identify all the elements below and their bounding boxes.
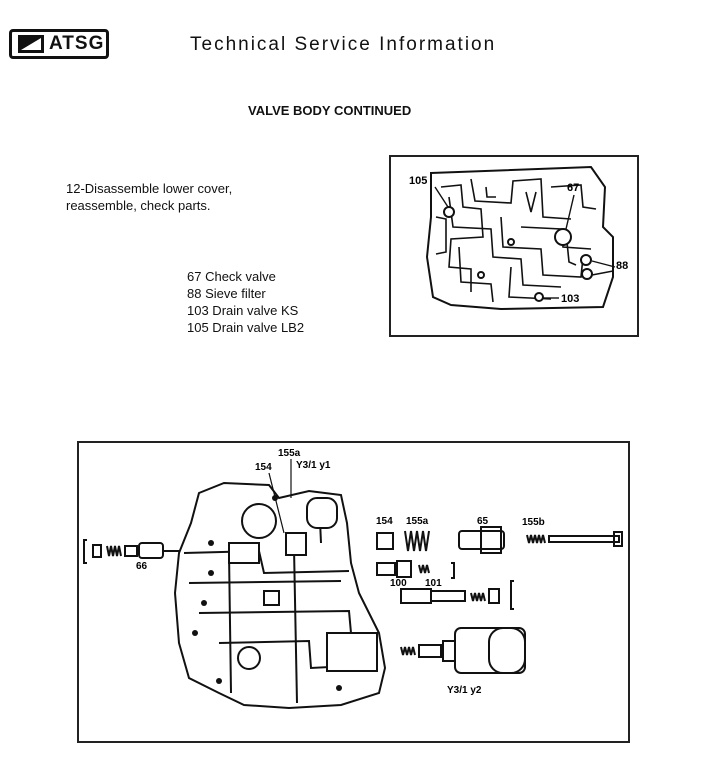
- callout-67: 67: [567, 182, 579, 194]
- callout-155a: 155a: [406, 516, 429, 527]
- legend-item: 67 Check valve: [187, 269, 276, 284]
- page-header-title: Technical Service Information: [190, 34, 497, 55]
- valve-body-illustration: 105 67 88 103: [409, 165, 628, 311]
- section-title: VALVE BODY CONTINUED: [248, 103, 412, 118]
- callout-y3-1-y1: Y3/1 y1: [296, 460, 331, 471]
- callout-154: 154: [376, 516, 393, 527]
- callout-155a: 155a: [278, 448, 301, 459]
- callout-103: 103: [561, 293, 579, 305]
- callout-66: 66: [136, 561, 148, 572]
- atsg-logo: ATSG: [9, 29, 109, 59]
- instruction-line-2: reassemble, check parts.: [66, 198, 211, 213]
- parts-legend: 67 Check valve 88 Sieve filter 103 Drain…: [187, 268, 304, 336]
- callout-101: 101: [425, 578, 442, 589]
- exploded-view-illustration: 155a Y3/1 y1 154 154 155a 65 155b 66 100…: [83, 448, 623, 710]
- callout-65: 65: [477, 516, 489, 527]
- callout-88: 88: [616, 260, 628, 272]
- callout-100: 100: [390, 578, 407, 589]
- callout-y3-1-y2: Y3/1 y2: [447, 685, 482, 696]
- exploded-view-figure: 155a Y3/1 y1 154 154 155a 65 155b 66 100…: [77, 441, 630, 743]
- legend-item: 88 Sieve filter: [187, 286, 266, 301]
- legend-item: 105 Drain valve LB2: [187, 320, 305, 335]
- valve-body-figure: 105 67 88 103: [389, 155, 639, 337]
- logo-text: ATSG: [49, 33, 105, 54]
- instruction-text: 12-Disassemble lower cover, reassemble, …: [66, 180, 286, 214]
- logo-mark-icon: [18, 35, 44, 53]
- callout-155b: 155b: [522, 517, 545, 528]
- legend-item: 103 Drain valve KS: [187, 303, 299, 318]
- callout-154: 154: [255, 462, 272, 473]
- instruction-line-1: 12-Disassemble lower cover,: [66, 181, 233, 196]
- callout-105: 105: [409, 175, 427, 187]
